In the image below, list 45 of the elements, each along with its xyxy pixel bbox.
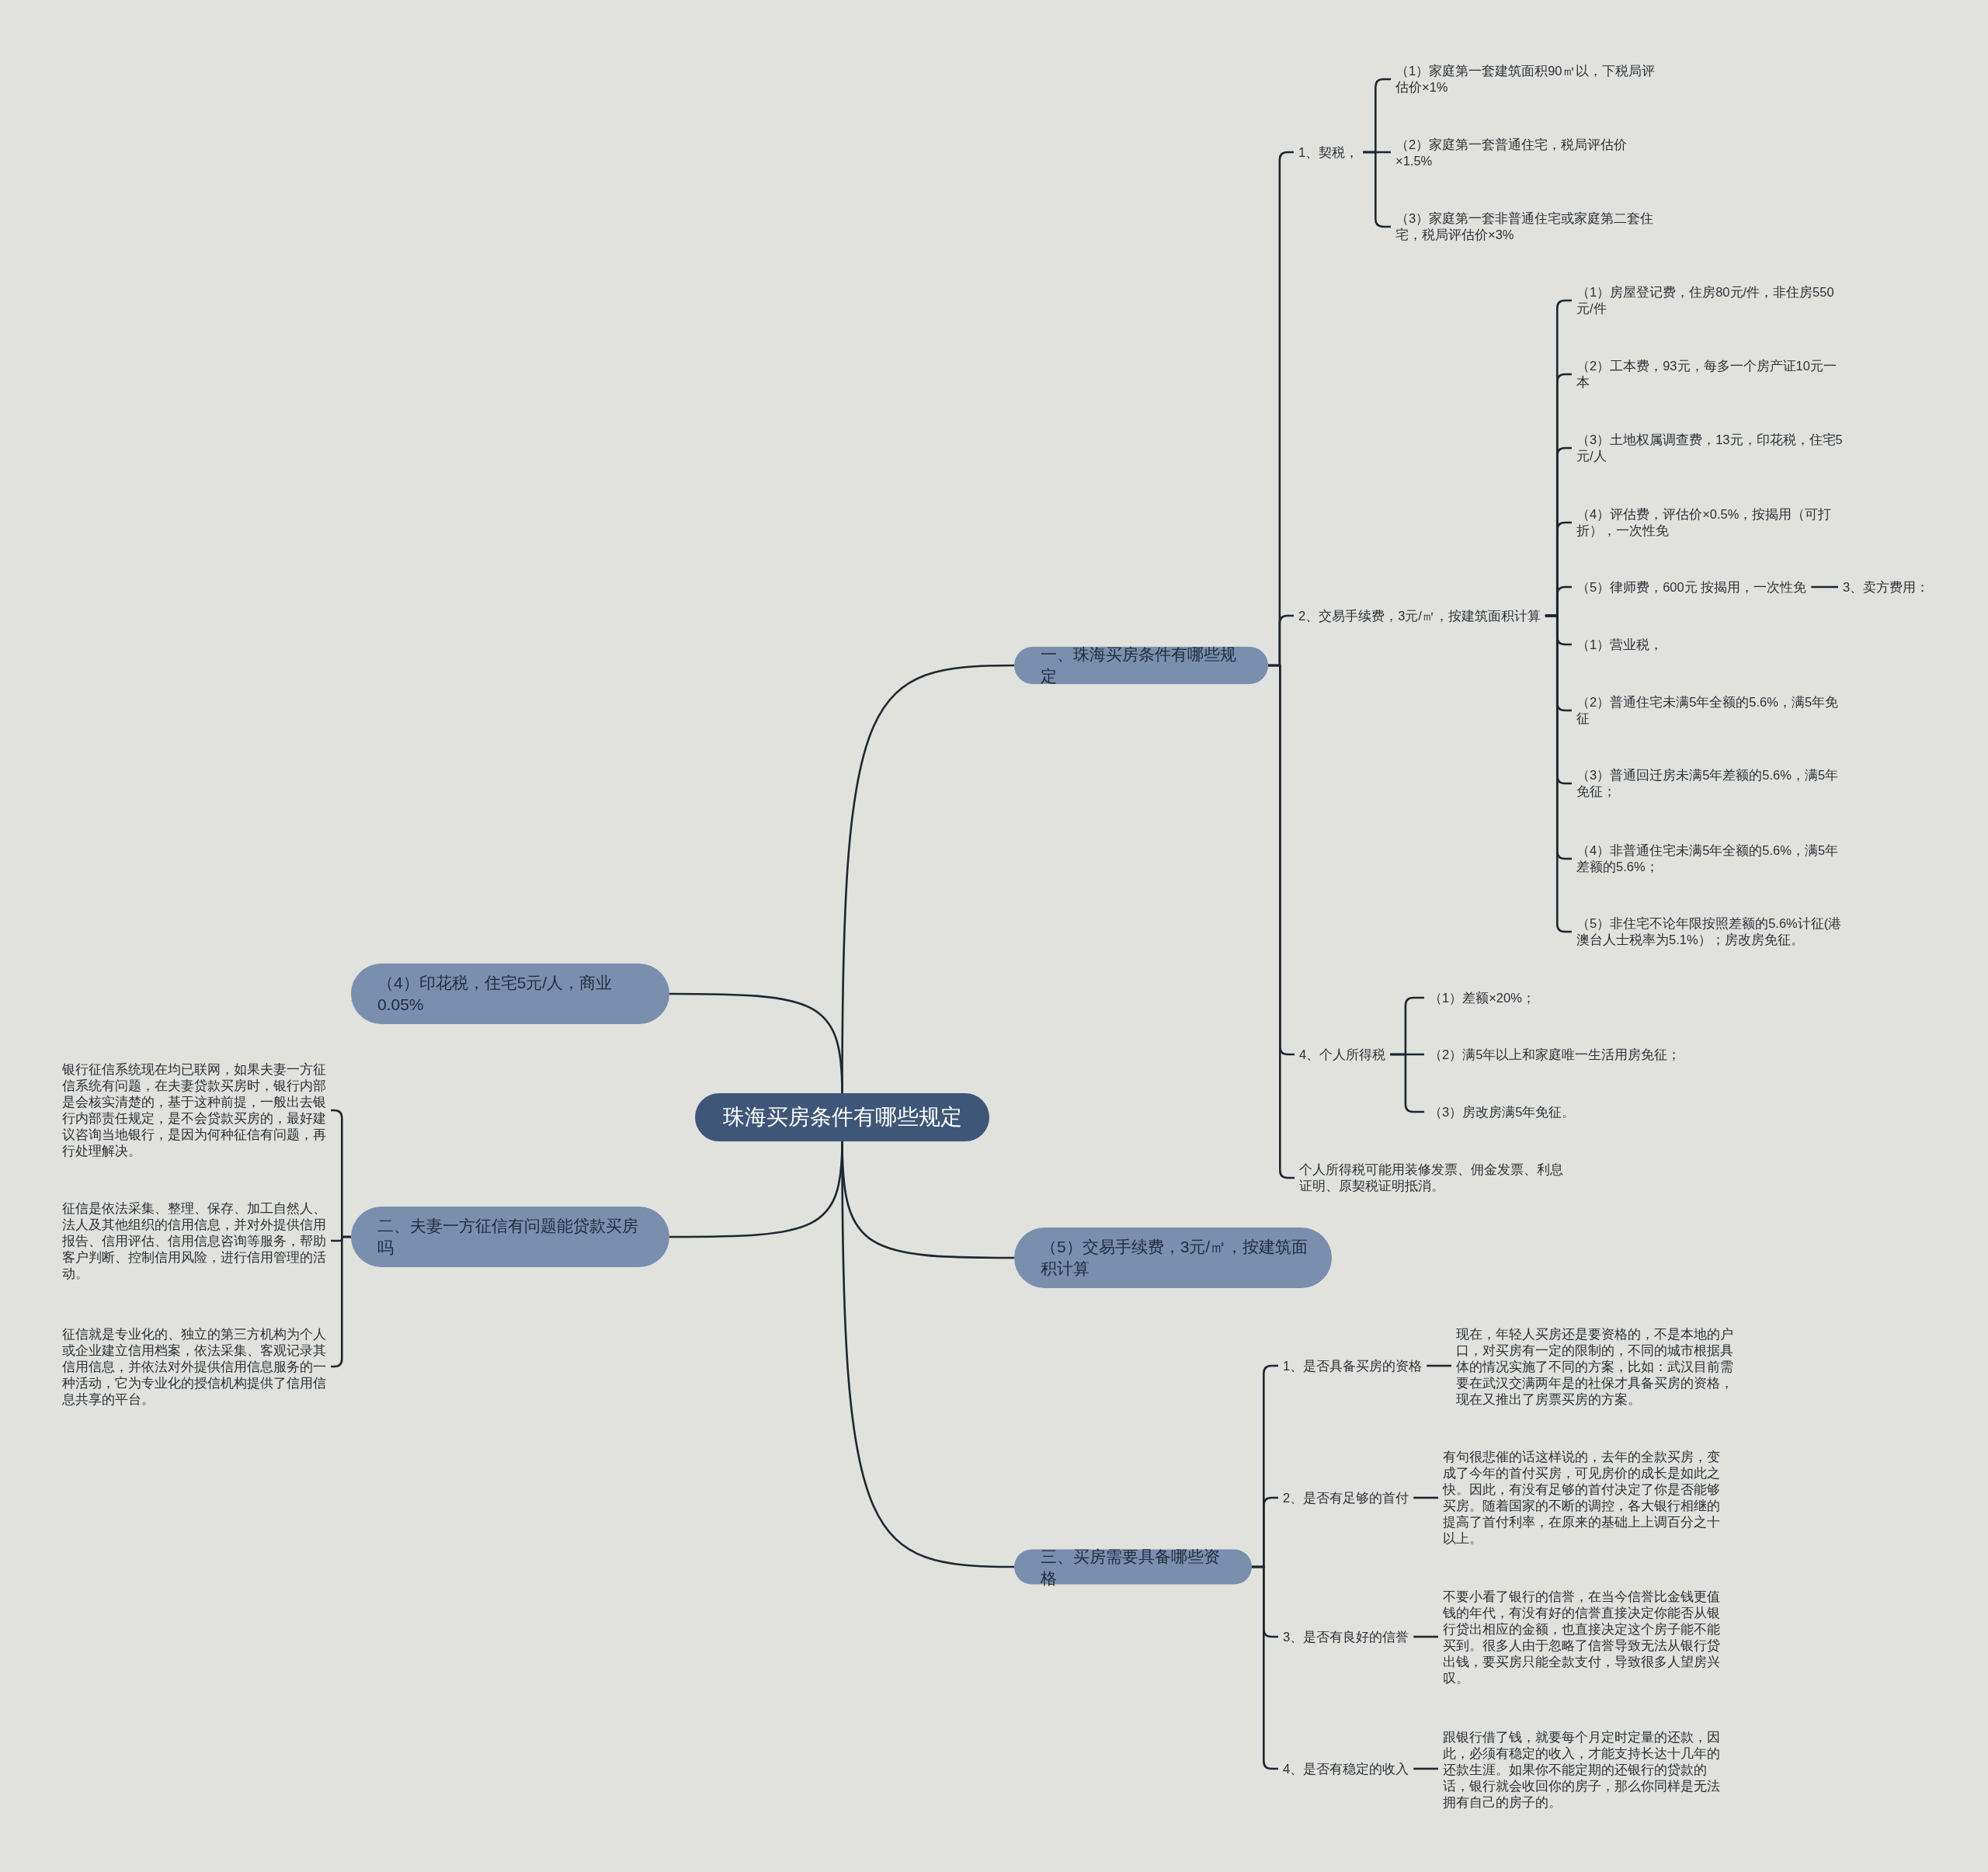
connector-line [1413,1496,1438,1499]
central-topic: 珠海买房条件有哪些规定 [695,1093,989,1141]
topic-text: 4、是否有稳定的收入 [1283,1760,1409,1777]
topic-pill: （4）印花税，住宅5元/人，商业0.05% [351,964,669,1024]
topic-pill: 三、买房需要具备哪些资格 [1014,1549,1252,1585]
connector-line [1427,1364,1451,1367]
topic-text: （1）房屋登记费，住房80元/件，非住房550元/件 [1576,284,1844,317]
topic-text: 有句很悲催的话这样说的，去年的全款买房，变成了今年的首付买房，可见房价的成长是如此之快。因此，有没有足够的首付决定了你是否能够买房。随着国家的不断的调控，各大银行相继的提高了首付利率，在原来的基础上上调百分之十以上。 [1443,1449,1722,1547]
topic-text: 个人所得税可能用装修发票、佣金发票、利息证明、原契税证明抵消。 [1299,1162,1567,1194]
connector-line [1811,585,1838,589]
topic-text: 2、交易手续费，3元/㎡，按建筑面积计算 [1298,607,1541,624]
topic-text: 征信就是专业化的、独立的第三方机构为个人或企业建立信用档案，依法采集、客观记录其信用信息，并依法对外提供信用信息服务的一种活动，它为专业化的授信机构提供了信用信息共享的平台。 [62,1325,326,1408]
topic-text: 不要小看了银行的信誉，在当今信誉比金钱更值钱的年代，有没有好的信誉直接决定你能否从银行贷出相应的金额，也直接决定这个房子能不能买到。很多人由于忽略了信誉导致无法从银行贷出钱，要买房只能全款支付，导致很多人望房兴叹。 [1443,1589,1722,1686]
topic-text: （2）家庭第一套普通住宅，税局评估价×1.5% [1395,137,1663,169]
topic-text: （4）非普通住宅未满5年全额的5.6%，满5年差额的5.6%； [1576,842,1844,875]
topic-text: （5）非住宅不论年限按照差额的5.6%计征(港澳台人士税率为5.1%）；房改房免征。 [1576,915,1844,948]
topic-text: 银行征信系统现在均已联网，如果夫妻一方征信系统有问题，在夫妻贷款买房时，银行内部是会核实清楚的，基于这种前提，一般出去银行内部责任规定，是不会贷款买房的，最好建议咨询当地银行，是因为何种征信有问题，再行处理解决。 [62,1061,326,1159]
topic-text: 1、契税， [1298,144,1359,161]
topic-text: 2、是否有足够的首付 [1283,1489,1409,1506]
connector-line [669,992,843,1094]
topic-text: （3）房改房满5年免征。 [1429,1103,1576,1120]
topic-text: 3、卖方费用： [1843,578,1930,596]
topic-text: （5）律师费，600元 按揭用，一次性免 [1576,578,1807,596]
topic-text: 1、是否具备买房的资格 [1283,1357,1423,1374]
topic-text: （4）评估费，评估价×0.5%，按揭用（可打折），一次性免 [1576,506,1844,539]
connector-line [1413,1767,1438,1770]
topic-text: 4、个人所得税 [1299,1046,1386,1063]
topic-text: 征信是依法采集、整理、保存、加工自然人、法人及其他组织的信用信息，并对外提供信用报告、信用评估、信用信息咨询等服务，帮助客户判断、控制信用风险，进行信用管理的活动。 [62,1200,326,1282]
topic-pill: 二、夫妻一方征信有问题能贷款买房吗 [351,1207,669,1267]
topic-text: （2）满5年以上和家庭唯一生活用房免征； [1429,1046,1681,1063]
topic-text: （1）营业税， [1576,636,1663,653]
topic-pill: 一、珠海买房条件有哪些规定 [1014,647,1268,684]
connector-line [1413,1635,1438,1638]
topic-text: 3、是否有良好的信誉 [1283,1628,1409,1645]
topic-text: （3）普通回迁房未满5年差额的5.6%，满5年免征； [1576,767,1844,800]
topic-text: （1）差额×20%； [1429,989,1535,1006]
topic-text: （2）普通住宅未满5年全额的5.6%，满5年免征 [1576,694,1844,727]
topic-text: （3）土地权属调查费，13元，印花税，住宅5元/人 [1576,432,1844,464]
connector-line [669,1141,843,1238]
topic-text: 现在，年轻人买房还是要资格的，不是本地的户口，对买房有一定的限制的，不同的城市根据具体的情况实施了不同的方案，比如：武汉目前需要在武汉交满两年是的社保才具备买房的资格，现在又推出了房票买房的方案。 [1456,1325,1736,1408]
topic-text: （2）工本费，93元，每多一个房产证10元一本 [1576,358,1844,391]
topic-text: （1）家庭第一套建筑面积90㎡以，下税局评估价×1% [1395,63,1663,96]
topic-text: 跟银行借了钱，就要每个月定时定量的还款，因此，必须有稳定的收入，才能支持长达十几年的还款生涯。如果你不能定期的还银行的贷款的话，银行就会收回你的房子，那么你同样是无法拥有自己的房子的。 [1443,1728,1722,1811]
topic-pill: （5）交易手续费，3元/㎡，按建筑面积计算 [1014,1228,1332,1288]
topic-text: （3）家庭第一套非普通住宅或家庭第二套住宅，税局评估价×3% [1395,210,1663,243]
